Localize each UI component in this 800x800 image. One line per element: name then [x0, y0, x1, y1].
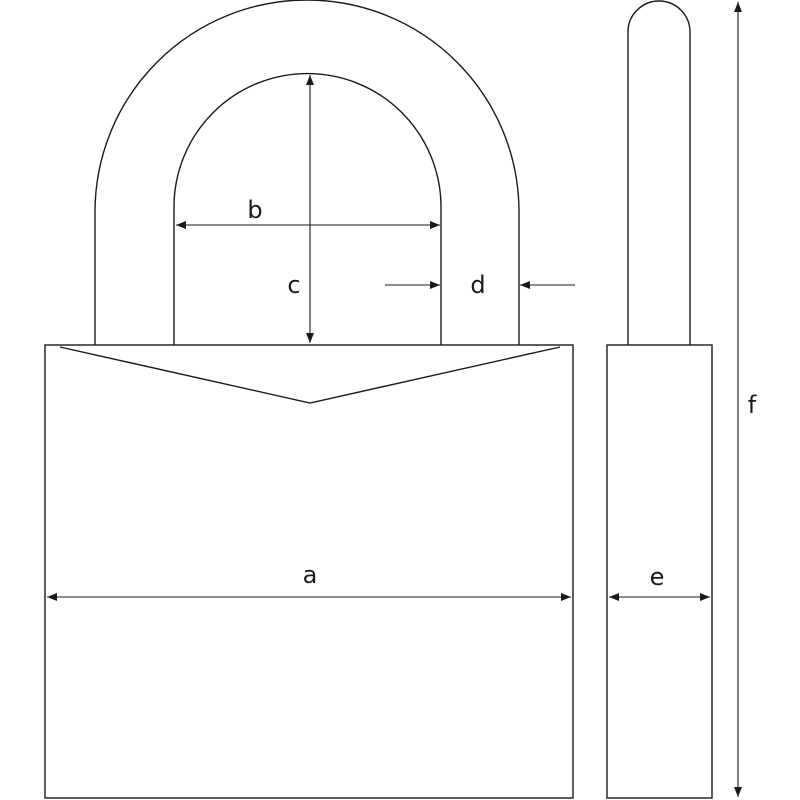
dimension-f: f: [734, 2, 757, 797]
label-e: e: [650, 563, 665, 591]
shackle-outer: [94, 0, 520, 345]
dimension-a: a: [47, 561, 571, 601]
lock-body: [44, 344, 574, 799]
dimension-d: d: [385, 271, 575, 299]
shackle-inner: [173, 72, 442, 345]
label-d: d: [470, 271, 485, 299]
body-v-line: [59, 346, 561, 404]
side-body: [606, 344, 713, 799]
label-f: f: [748, 391, 757, 419]
dimension-b: b: [176, 196, 440, 229]
label-c: c: [287, 271, 300, 299]
side-shackle: [627, 0, 691, 345]
dimension-e: e: [609, 563, 710, 601]
front-view: [44, 0, 574, 799]
side-view: [606, 0, 713, 799]
label-a: a: [303, 561, 318, 589]
label-b: b: [247, 196, 262, 224]
dimension-c: c: [287, 75, 314, 343]
